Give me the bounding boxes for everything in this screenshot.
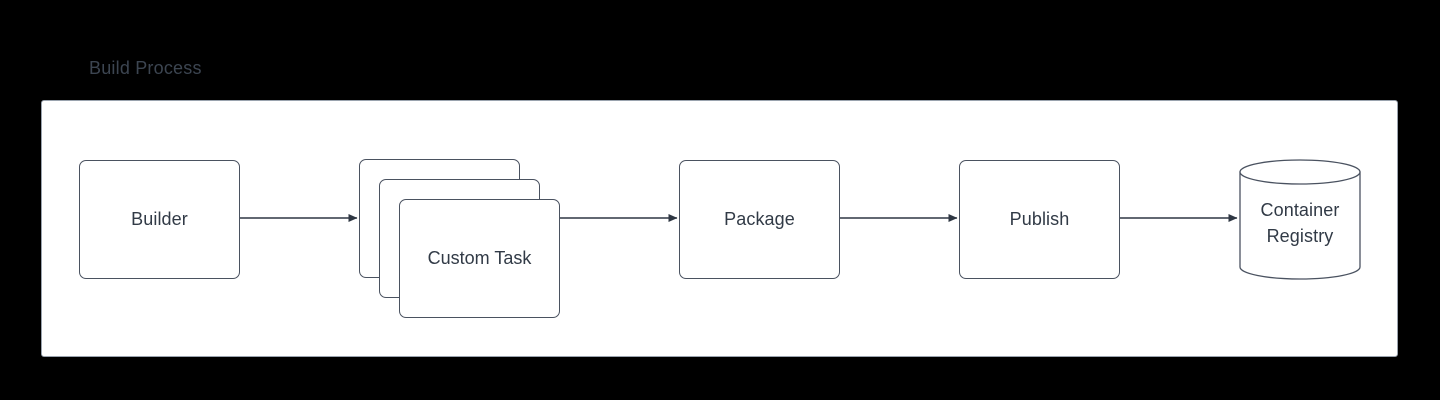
- node-builder-label: Builder: [131, 209, 188, 229]
- node-container-registry-label: Container Registry: [1239, 160, 1361, 279]
- node-package[interactable]: Package: [679, 160, 840, 279]
- node-publish-label: Publish: [1009, 209, 1070, 229]
- cylinder-icon: [1239, 159, 1361, 280]
- node-builder[interactable]: Builder: [79, 160, 240, 279]
- node-custom-task-card-front[interactable]: Custom Task: [399, 199, 560, 318]
- node-custom-task-stack[interactable]: Custom Task Custom Task Custom Task: [359, 159, 561, 320]
- node-custom-task-label: Custom Task: [427, 248, 532, 268]
- node-package-label: Package: [724, 209, 795, 229]
- group-title: Build Process: [89, 58, 202, 78]
- node-publish[interactable]: Publish: [959, 160, 1120, 279]
- node-container-registry-label-line1: Container: [1260, 199, 1340, 220]
- node-container-registry-label-line2: Registry: [1266, 225, 1334, 246]
- node-container-registry[interactable]: Container Registry: [1239, 159, 1361, 280]
